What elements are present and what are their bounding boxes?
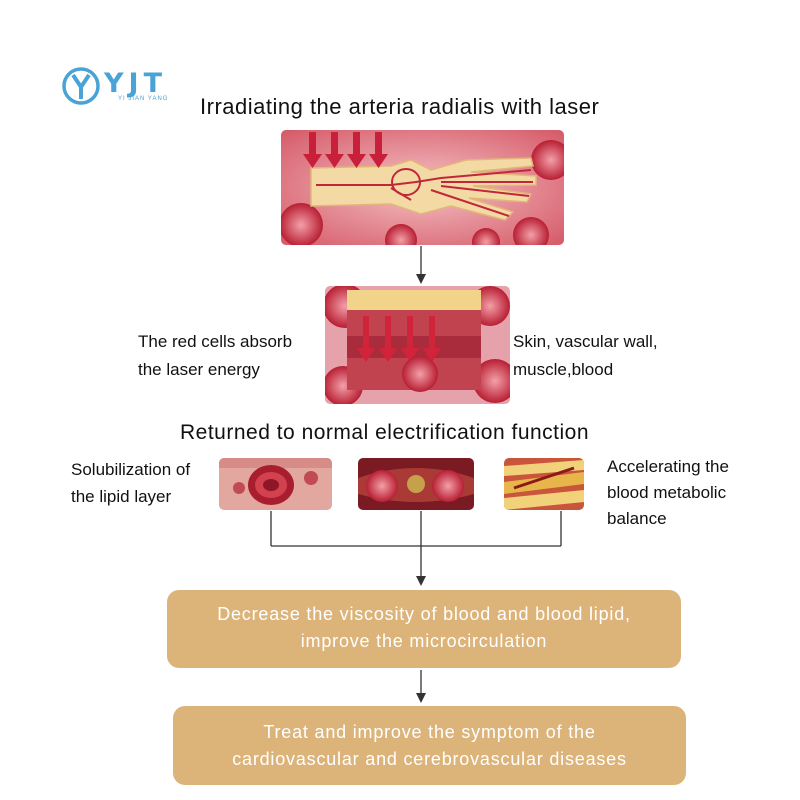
arrow-2-head [416,576,426,586]
metabolic-text: Accelerating the blood metabolic balance [607,454,729,532]
logo-emblem-icon [62,67,100,105]
result-box-1: Decrease the viscosity of blood and bloo… [167,590,681,668]
arrow-3-head [416,693,426,703]
blood-flow-image [358,458,474,510]
arrow-1-head [416,274,426,284]
tissue-text: Skin, vascular wall, muscle,blood [513,328,658,384]
lipid-layer-image [219,458,332,510]
result-box-2: Treat and improve the symptom of the car… [173,706,686,785]
logo: YJT YI JIAN YANG [62,66,194,106]
lipid-line-2: the lipid layer [71,487,172,506]
lipid-line-1: Solubilization of [71,460,191,479]
tissue-line-2: muscle,blood [513,360,614,379]
metabolic-line-3: balance [607,509,667,528]
lipid-text: Solubilization of the lipid layer [71,456,190,510]
logo-text: YJT [104,68,168,99]
diagram-title: Irradiating the arteria radialis with la… [200,94,600,119]
metabolic-line-1: Accelerating the [607,457,729,476]
subtitle: Returned to normal electrification funct… [180,421,590,444]
result-2-line-1: Treat and improve the symptom of the [263,722,596,742]
tissue-line-1: Skin, vascular wall, [513,332,658,351]
absorb-line-2: the laser energy [138,360,260,379]
logo-subtext: YI JIAN YANG [118,96,169,102]
metabolic-line-2: blood metabolic [607,483,727,502]
result-2-line-2: cardiovascular and cerebrovascular disea… [232,749,627,769]
red-cells-tissue-image [325,286,510,404]
absorb-text: The red cells absorb the laser energy [138,328,292,384]
metabolic-image [504,458,584,510]
result-1-line-2: improve the microcirculation [300,631,548,651]
laser-hand-image [281,130,564,245]
absorb-line-1: The red cells absorb [138,332,293,351]
result-1-line-1: Decrease the viscosity of blood and bloo… [217,604,631,624]
